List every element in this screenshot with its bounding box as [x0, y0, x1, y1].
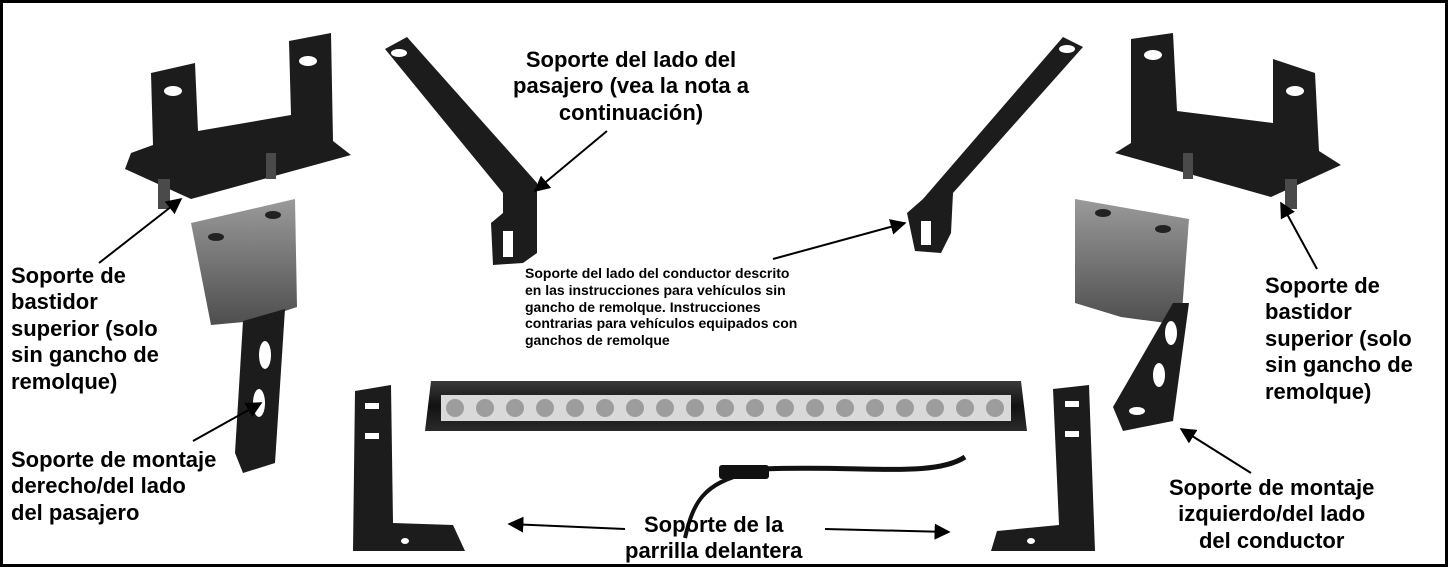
arrow-upper-frame-right [1280, 201, 1318, 270]
label-right-mount-bracket: Soporte de montaje derecho/del lado del … [11, 447, 217, 525]
label-passenger-side-bracket: Soporte del lado del pasajero (vea la no… [513, 47, 749, 125]
front-grille-bracket-right [991, 385, 1095, 551]
arrow-upper-frame-left [98, 198, 183, 264]
driver-side-bracket [907, 37, 1083, 253]
arrow-left-mount [1179, 428, 1252, 474]
parts-illustration [98, 33, 1341, 551]
callout-arrows [98, 130, 1318, 540]
label-driver-side-bracket-note: Soporte del lado del conductor descrito … [525, 265, 798, 349]
arrow-grille-right [824, 523, 951, 540]
arrow-driver-side-bracket [772, 219, 907, 260]
label-front-grille-bracket: Soporte de la parrilla delantera [625, 512, 803, 564]
passenger-side-bracket [385, 37, 537, 265]
label-upper-frame-bracket-left: Soporte de bastidor superior (solo sin g… [11, 263, 159, 394]
right-mount-bracket [191, 199, 297, 473]
upper-frame-bracket-right [1115, 33, 1341, 209]
label-left-mount-bracket: Soporte de montaje izquierdo/del lado de… [1169, 475, 1375, 553]
arrow-right-mount [192, 402, 263, 442]
arrow-grille-left [507, 516, 626, 533]
arrow-passenger-side-bracket [533, 130, 608, 193]
front-grille-bracket-left [353, 385, 465, 551]
left-mount-bracket [1075, 199, 1189, 431]
led-light-bar [425, 381, 1027, 539]
upper-frame-bracket-left [125, 33, 351, 209]
label-upper-frame-bracket-right: Soporte de bastidor superior (solo sin g… [1265, 273, 1413, 404]
